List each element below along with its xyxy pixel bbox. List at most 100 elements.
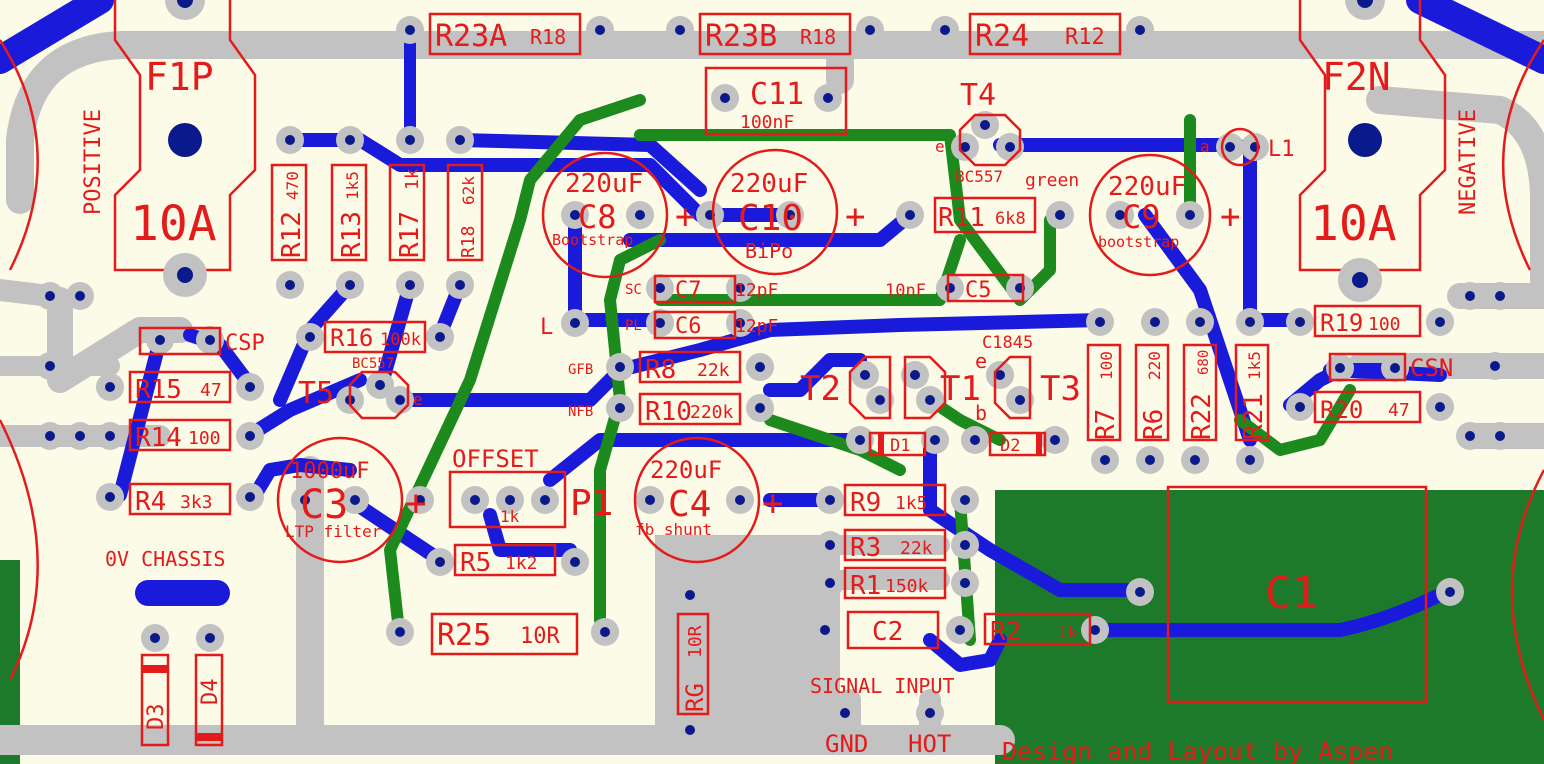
drill-hole	[855, 435, 865, 445]
capacitor-c5[interactable]: C5 10nF	[885, 273, 1025, 303]
r13-name: R13	[337, 211, 367, 258]
c3-value: 1000uF	[290, 459, 369, 484]
resistor-r21[interactable]: R21 1k5	[1234, 343, 1270, 442]
drill-hole	[840, 708, 850, 718]
resistor-r9[interactable]: R9 1k5	[843, 483, 947, 518]
drill-hole	[825, 540, 835, 550]
drill-hole	[150, 633, 160, 643]
resistor-r10[interactable]: R10 220k NFB	[568, 392, 742, 427]
drill-hole	[285, 135, 295, 145]
c3-note: LTP filter	[285, 522, 382, 541]
chassis-pad[interactable]	[135, 580, 230, 606]
capacitor-c3[interactable]: 1000uF C3 LTP filter +	[276, 436, 427, 564]
transistor-t5[interactable]: T5 BC557 e	[298, 356, 423, 420]
r23a-value: R18	[530, 25, 566, 49]
diode-d2[interactable]: D2	[988, 431, 1047, 457]
capacitor-c11[interactable]: C11 100nF	[704, 66, 848, 136]
resistor-r13[interactable]: R13 1k5	[330, 163, 368, 262]
capacitor-c2[interactable]: C2	[846, 610, 940, 650]
resistor-r7[interactable]: R7 100	[1086, 343, 1122, 442]
resistor-r25[interactable]: R25 10R	[430, 612, 579, 656]
resistor-r11[interactable]: R11 6k8	[933, 196, 1037, 234]
resistor-r18[interactable]: R18 62k	[446, 163, 484, 262]
drill-hole	[405, 135, 415, 145]
r7-name: R7	[1091, 409, 1121, 440]
resistor-r12[interactable]: R12 470	[270, 163, 308, 262]
resistor-r22[interactable]: R22 680	[1182, 343, 1218, 442]
resistor-r14[interactable]: R14 100	[128, 418, 232, 453]
capacitor-c9[interactable]: 220uF C9 bootstrap +	[1088, 153, 1240, 277]
gnd-label: GND	[825, 730, 868, 758]
diode-d1[interactable]: D1	[868, 431, 927, 457]
r16-name: R16	[330, 324, 373, 352]
resistor-r5[interactable]: R5 1k2	[453, 543, 557, 578]
transistor-t1[interactable]: T1	[903, 355, 981, 420]
r19-name: R19	[1320, 309, 1363, 337]
signal-input-label: SIGNAL INPUT	[810, 674, 955, 698]
r25-value: 10R	[520, 624, 560, 649]
capacitor-csp[interactable]: CSP	[138, 326, 265, 356]
resistor-r4[interactable]: R4 3k3	[128, 482, 232, 517]
drill-hole	[1050, 435, 1060, 445]
csn-label: CSN	[1410, 354, 1453, 382]
drill-hole	[720, 93, 730, 103]
drill-hole	[820, 625, 830, 635]
drill-hole	[823, 93, 833, 103]
c5-value: 10nF	[885, 281, 926, 301]
resistor-r17[interactable]: R17 1k	[388, 163, 426, 262]
capacitor-c6[interactable]: C6 12pF PL	[625, 310, 778, 340]
r15-name: R15	[135, 375, 182, 405]
r2-name: R2	[990, 617, 1021, 647]
trimmer-p1[interactable]: OFFSET P1 1k	[448, 445, 613, 529]
resistor-r6[interactable]: R6 220	[1134, 343, 1170, 442]
r10-name: R10	[645, 397, 692, 427]
capacitor-c10[interactable]: 220uF C10 BiPo +	[711, 148, 865, 276]
resistor-r3[interactable]: R3 22k	[843, 528, 947, 563]
drill-hole	[945, 283, 955, 293]
resistor-r16[interactable]: R16 100k	[323, 320, 427, 354]
resistor-r20[interactable]: R20 47	[1313, 390, 1422, 424]
capacitor-c8[interactable]: 220uF C8 Bootstrap +	[541, 151, 695, 279]
resistor-r23a[interactable]: R23A R18	[428, 12, 582, 56]
r23a-name: R23A	[435, 19, 507, 54]
fuse-f2n[interactable]: F2N 10A	[1298, 0, 1447, 302]
fuse-f1p[interactable]: F1P 10A	[113, 0, 257, 297]
r12-name: R12	[277, 211, 307, 258]
resistor-r8[interactable]: R8 22k GFB	[568, 350, 742, 385]
c10-plus: +	[845, 197, 865, 237]
transistor-t3[interactable]: T3 C1845 e b	[975, 333, 1081, 425]
rg-value: 10R	[685, 625, 706, 658]
fuse-f2n-name: F2N	[1322, 55, 1391, 99]
r13-value: 1k5	[343, 171, 362, 200]
diode-d3[interactable]: D3	[140, 653, 170, 747]
resistor-rg[interactable]: RG 10R	[676, 612, 710, 716]
r20-value: 47	[1388, 400, 1410, 421]
c10-note: BiPo	[745, 239, 793, 263]
resistor-r1[interactable]: R1 150k	[843, 566, 947, 601]
r22-value: 680	[1196, 350, 1212, 375]
transistor-t4[interactable]: T4 BC557 green e	[935, 78, 1079, 191]
r21-value: 1k5	[1245, 351, 1264, 380]
r9-value: 1k5	[895, 493, 928, 514]
resistor-r2[interactable]: R2 1k	[983, 612, 1092, 647]
drill-hole	[245, 431, 255, 441]
d4-label: D4	[198, 679, 223, 706]
drill-hole	[1135, 587, 1145, 597]
resistor-r19[interactable]: R19 100	[1313, 304, 1422, 338]
resistor-r24[interactable]: R24 R12	[968, 12, 1122, 56]
resistor-r15[interactable]: R15 47	[128, 370, 232, 405]
t1-name: T1	[940, 369, 981, 409]
capacitor-csn[interactable]: CSN	[1328, 352, 1453, 382]
r18-name: R18	[458, 225, 479, 258]
capacitor-c7[interactable]: C7 12pF SC	[625, 274, 778, 304]
diode-d4[interactable]: D4	[194, 653, 224, 747]
capacitor-c1[interactable]: C1	[1166, 485, 1428, 704]
r11-value: 6k8	[995, 209, 1026, 229]
t4-green-label: green	[1025, 170, 1079, 191]
inductor-l1[interactable]: L1 a	[1200, 127, 1295, 167]
drill-hole	[960, 142, 970, 152]
transistor-t2[interactable]: T2	[800, 355, 892, 420]
capacitor-c4[interactable]: 220uF C4 fb shunt +	[633, 436, 784, 564]
resistor-r23b[interactable]: R23B R18	[698, 12, 852, 56]
